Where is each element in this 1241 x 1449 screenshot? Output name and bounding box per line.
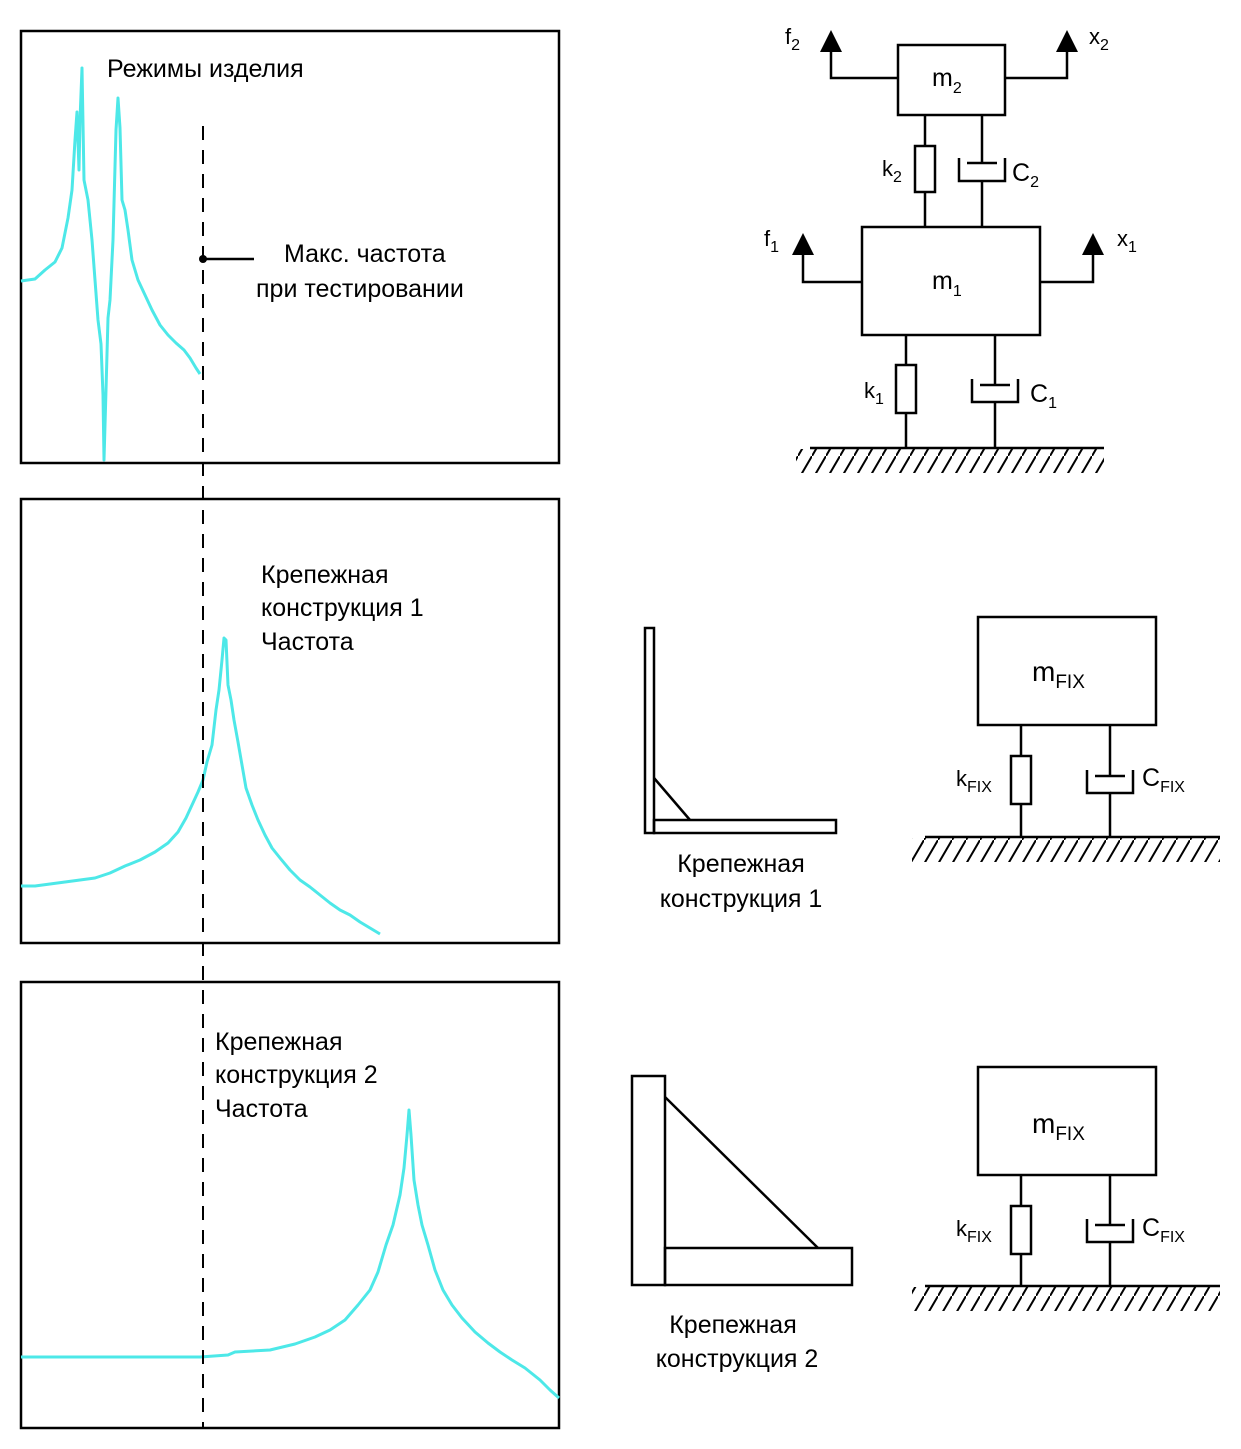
spring-k2-element (913, 144, 937, 194)
fixture-2-sketch (630, 1074, 854, 1287)
ground-hatch-top (796, 449, 1104, 473)
fixture-2-freq-line2: конструкция 2 (215, 1061, 378, 1089)
response-curve-product (20, 66, 202, 462)
max-freq-label-line1: Макс. частота (284, 240, 446, 268)
fixture-2-vertical-plate (630, 1074, 667, 1287)
fixture-1-sketch (643, 626, 838, 835)
fixture-2-base-plate (663, 1246, 854, 1287)
disp-x1-arrowhead (1082, 233, 1104, 255)
label-k2: k2 (882, 156, 902, 186)
label-m2: m2 (932, 64, 962, 97)
plot-1-title: Режимы изделия (107, 55, 304, 83)
response-curve-fixture-1 (21, 636, 381, 936)
fixture-2-mass-label: mFIX (1032, 1108, 1085, 1145)
fixture-2-model (912, 1065, 1220, 1311)
two-dof-model (792, 30, 1104, 473)
fixture-1-ground-hatch (912, 838, 1220, 862)
spring-k1-element (894, 363, 918, 415)
response-curve-fixture-2 (21, 1108, 560, 1400)
fixture-2-damper-label: CFIX (1142, 1214, 1185, 1246)
label-k1: k1 (864, 378, 884, 408)
fixture-1-spring-label: kFIX (956, 766, 992, 796)
disp-x2-arrow-line (1005, 50, 1069, 80)
two-dof-labels: m2 f2 x2 k2 C2 m1 f1 x1 k1 C1 (764, 24, 1137, 412)
force-f2-arrow-line (829, 50, 898, 80)
label-x2: x2 (1089, 24, 1109, 54)
disp-x1-arrow-line (1040, 253, 1095, 284)
fixture-1-caption-line1: Крепежная (677, 850, 805, 878)
label-m1: m1 (932, 267, 962, 300)
force-f1-arrowhead (792, 233, 814, 255)
fixture-1-mass-label: mFIX (1032, 656, 1085, 693)
fixture-2-spring-element (1009, 1204, 1033, 1256)
fixture-2-caption-line2: конструкция 2 (656, 1345, 819, 1373)
plot-panel-fixture-2: Крепежная конструкция 2 Частота (19, 980, 561, 1430)
fixture-2-spring-label: kFIX (956, 1216, 992, 1246)
fixture-1-base-plate (652, 818, 838, 835)
fixture-1-damper-label: CFIX (1142, 764, 1185, 796)
plot-frame-3 (19, 980, 561, 1430)
fixture-1-spring-element (1009, 754, 1033, 806)
fixture-2-caption-line1: Крепежная (669, 1311, 797, 1339)
mass-m2-box (896, 43, 1007, 117)
fixture-2-freq-line3: Частота (215, 1095, 308, 1123)
label-x1: x1 (1117, 226, 1137, 256)
fixture-2-ground-hatch (912, 1287, 1220, 1311)
fixture-2-freq-line1: Крепежная (215, 1028, 343, 1056)
fixture-1-freq-line1: Крепежная (261, 561, 389, 589)
disp-x2-arrowhead (1056, 30, 1078, 52)
fixture-1-gusset (653, 777, 691, 821)
plot-frame-2 (19, 497, 561, 945)
label-f2: f2 (785, 24, 800, 54)
fixture-2-mass-box (976, 1065, 1158, 1177)
max-freq-label-line2: при тестировании (256, 275, 464, 303)
label-f1: f1 (764, 226, 779, 256)
fixture-1-model (912, 615, 1220, 862)
plot-frame-1 (19, 29, 561, 465)
force-f2-arrowhead (820, 30, 842, 52)
fixture-2-gusset (664, 1096, 819, 1249)
plot-panel-product-modes: Режимы изделия Макс. частота при тестиро… (19, 29, 561, 465)
plot-panel-fixture-1: Крепежная конструкция 1 Частота (19, 497, 561, 945)
label-c1: C1 (1030, 380, 1057, 412)
fixture-1-vertical-plate (643, 626, 656, 835)
force-f1-arrow-line (801, 253, 862, 284)
fixture-1-caption-line2: конструкция 1 (660, 885, 823, 913)
fixture-1-freq-line3: Частота (261, 628, 354, 656)
fixture-1-mass-box (976, 615, 1158, 727)
fixture-1-freq-line2: конструкция 1 (261, 594, 424, 622)
label-c2: C2 (1012, 159, 1039, 191)
